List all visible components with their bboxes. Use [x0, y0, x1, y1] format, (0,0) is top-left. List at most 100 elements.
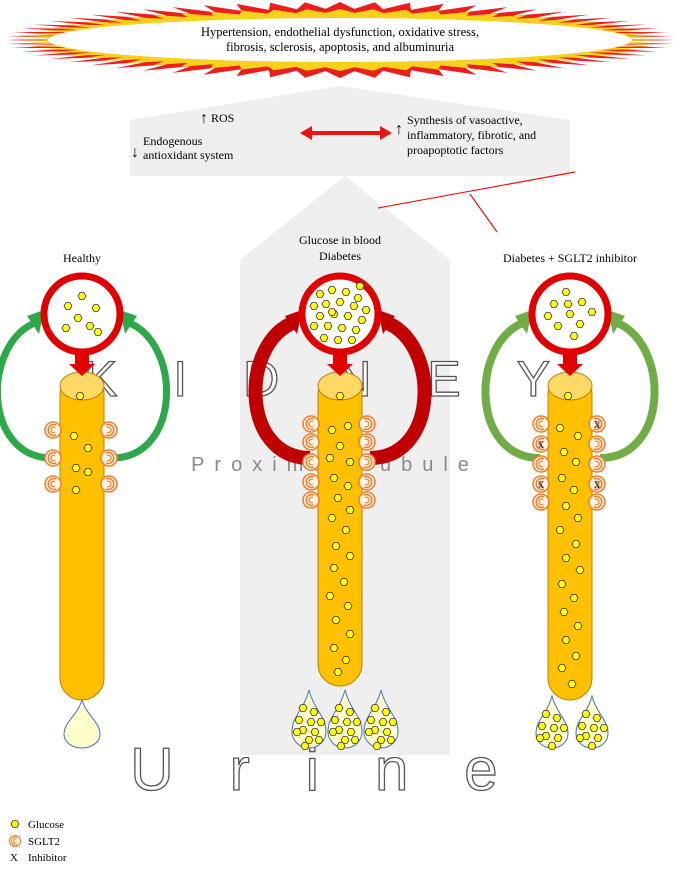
blood-glucose-icon [327, 286, 337, 294]
sglt2-shape [44, 449, 62, 467]
healthy-urine-drop [63, 698, 101, 749]
tubule-glucose-icon [341, 526, 351, 534]
banner-line-1: Hypertension, endothelial dysfunction, o… [201, 25, 479, 39]
tubule-glucose-icon [571, 458, 581, 466]
sglt2-shape [44, 421, 62, 439]
filtration-arrow-head-icon [69, 364, 95, 376]
urine-glucose-icon [328, 728, 338, 736]
tubule-glucose-icon [71, 486, 81, 494]
urine-glucose-icon [592, 714, 602, 722]
healthy-label: Healthy [63, 251, 101, 265]
tubule-glucose-icon [557, 474, 567, 482]
tubule-glucose-icon [557, 580, 567, 588]
blood-glucose-icon [315, 312, 325, 320]
blood-glucose-icon [335, 298, 345, 306]
urine-glucose-icon [342, 718, 352, 726]
blood-glucose-icon [357, 316, 367, 324]
proximal-tubule-body [59, 371, 105, 701]
tubule-glucose-icon [567, 680, 577, 688]
blood-glucose-icon [61, 324, 71, 332]
synthesis-line-1: Synthesis of vasoactive, [407, 113, 523, 127]
sglt2-transporter-icon [100, 449, 118, 467]
legend: Glucose SGLT2 X Inhibitor [8, 819, 67, 864]
blood-glucose-icon [323, 322, 333, 330]
sglt2-shape [302, 433, 320, 451]
blood-glucose-icon [337, 324, 347, 332]
urine-glucose-icon [366, 716, 376, 724]
tubule-glucose-icon [329, 474, 339, 482]
blood-glucose-icon [321, 300, 331, 308]
antioxidant-line-2: antioxidant system [143, 148, 234, 162]
sglt2-shape [100, 421, 118, 439]
tubule-glucose-icon [571, 540, 581, 548]
legend-sglt2-icon [8, 834, 22, 848]
blood-glucose-icon [543, 312, 553, 320]
tubule-glucose-icon [341, 656, 351, 664]
blood-glucose-icon [91, 304, 101, 312]
tubule-glucose-icon [569, 486, 579, 494]
sglt2-shape [358, 491, 376, 509]
tubule-glucose-icon [573, 432, 583, 440]
urine-glucose-icon [316, 718, 326, 726]
tubule-glucose-icon [69, 432, 79, 440]
left-arrowhead-icon [515, 310, 532, 334]
blood-glucose-icon [341, 288, 351, 296]
sglt2-transporter-icon [532, 415, 550, 433]
tubule-glucose-icon [555, 424, 565, 432]
blood-glucose-icon [77, 292, 87, 300]
ros-label: ROS [211, 111, 234, 125]
right-arrowhead-icon [378, 310, 395, 334]
tubule-glucose-icon [559, 608, 569, 616]
tubule-glucose-icon [569, 594, 579, 602]
diabetes-column [248, 272, 432, 687]
synthesis-line-2: inflammatory, fibrotic, and [407, 128, 536, 142]
sglt2-shape [532, 415, 550, 433]
urine-glucose-icon [549, 724, 559, 732]
banner-line-2: fibrosis, sclerosis, apoptosis, and albu… [226, 40, 455, 54]
sglt2-transporter-icon [44, 475, 62, 493]
blood-glucose-icon [319, 334, 329, 342]
blood-glucose-icon [569, 332, 579, 340]
tubule-glucose-icon [71, 464, 81, 472]
urine-glucose-icon [372, 742, 382, 750]
urine-glucose-icon [334, 704, 344, 712]
proximal-tubule-body [547, 371, 593, 701]
blood-glucose-icon [575, 320, 585, 328]
down-arrow-antioxidant-icon: ↓ [131, 144, 139, 161]
legend-glucose-icon [10, 820, 20, 828]
urine-glucose-icon [386, 736, 396, 744]
sglt2-transporter-icon [302, 491, 320, 509]
tubule-glucose-icon [561, 636, 571, 644]
urine-glucose-icon [381, 708, 391, 716]
blood-glucose-icon [361, 306, 371, 314]
right-reabsorption-arrow-icon [599, 318, 659, 462]
sglt2-shape [302, 415, 320, 433]
blood-glucose-icon [349, 302, 359, 310]
urine-glucose-icon [314, 736, 324, 744]
urine-glucose-icon [292, 728, 302, 736]
sglt2-transporter-icon [302, 433, 320, 451]
synthesis-line-3: proapoptotic factors [407, 143, 504, 157]
tubule-glucose-icon [335, 392, 345, 400]
tubule-glucose-icon [563, 392, 573, 400]
right-arrowhead-icon [120, 310, 137, 334]
legend-glucose-label: Glucose [28, 819, 64, 831]
blood-glucose-icon [351, 326, 361, 334]
legend-inhibitor-label: Inhibitor [28, 852, 67, 864]
sglt2-transporter-icon: X [532, 475, 550, 493]
sglt2-shape [100, 475, 118, 493]
urine-watermark: Urine [130, 736, 553, 803]
right-reabsorption-arrow-icon [111, 318, 170, 462]
tubule-glucose-icon [345, 506, 355, 514]
right-arrowhead-icon [608, 310, 625, 334]
urine-glucose-icon [593, 734, 603, 742]
urine-glucose-icon [300, 742, 310, 750]
sglt2-transporter-icon [588, 493, 606, 511]
sglt2-transporter-icon [358, 453, 376, 471]
sglt2-shape [588, 435, 606, 453]
blood-glucose-icon [563, 300, 573, 308]
urine-glucose-icon [350, 736, 360, 744]
urine-glucose-icon [559, 724, 569, 732]
sglt2-transporter-icon [302, 453, 320, 471]
urine-glucose-icon [577, 722, 587, 730]
